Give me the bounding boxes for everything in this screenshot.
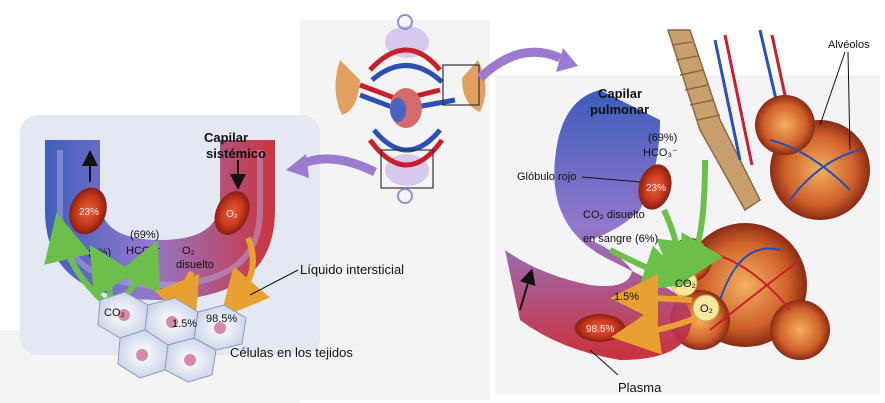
rbc-label-right: Glóbulo rojo <box>517 171 576 183</box>
tissue-cells-label: Células en los tejidos <box>230 345 353 360</box>
pct-5: (5%) <box>88 247 111 259</box>
hco3-label: HCO₃⁻ <box>126 245 161 257</box>
hco3-right: HCO₃⁻ <box>643 147 678 159</box>
alveoli-label: Alvéolos <box>828 39 870 51</box>
interstitial-fluid-label: Líquido intersticial <box>300 262 404 277</box>
rbc-top-label: 23% <box>646 183 666 194</box>
rbc-left-label: 23% <box>79 207 99 218</box>
orange-arrow-r1 <box>634 298 692 300</box>
arrow-to-pulmonary <box>480 52 560 78</box>
o2-label: O₂ <box>182 245 195 257</box>
co2-label-right: CO₂ <box>675 278 696 290</box>
pct-1-5-right: 1.5% <box>614 291 639 303</box>
pct-69: (69%) <box>130 229 159 241</box>
o2-label-right: O₂ <box>700 303 713 315</box>
co2-dissolved-line1: CO₂ disuelto <box>583 209 645 221</box>
pulmonary-title-line1: Capilar <box>598 86 642 101</box>
arrow-to-pulmonary-head <box>556 48 578 72</box>
pct-69-right: (69%) <box>648 132 677 144</box>
systemic-title-line2: sistémico <box>206 146 266 161</box>
rbc-bottom-label: 98.5% <box>586 324 614 335</box>
pulmonary-title-line2: pulmonar <box>590 102 649 117</box>
co2-dissolved-line2: en sangre (6%) <box>583 233 658 245</box>
o2-dissolved-label: disuelto <box>176 259 214 271</box>
pct-98-5-left: 98.5% <box>206 313 237 325</box>
plasma-label: Plasma <box>618 380 662 395</box>
rbc-right-label: O₂ <box>226 209 238 220</box>
pct-1-5-left: 1.5% <box>172 318 197 330</box>
co2-label-left: CO₂ <box>104 307 125 319</box>
systemic-title-line1: Capilar <box>204 130 248 145</box>
